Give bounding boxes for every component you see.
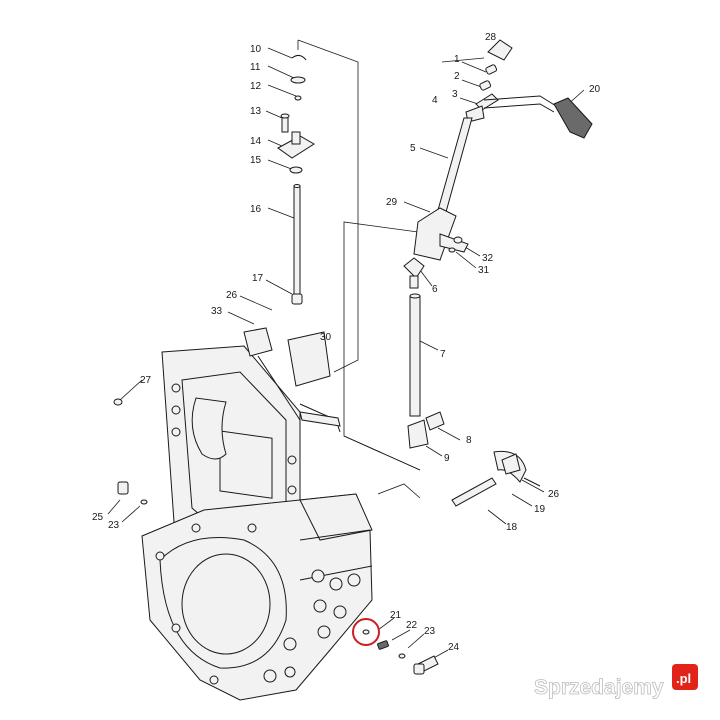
callout-30: 30 [320,332,332,343]
shift-rod-assembly [407,293,445,449]
callout-22: 22 [406,620,418,631]
callout-15: 15 [250,155,262,166]
callout-6: 6 [432,284,438,295]
watermark-text: Sprzedajemy [534,676,664,699]
selector-bracket [403,207,469,289]
callout-4: 4 [432,95,438,106]
callout-labels: 28 1 2 3 4 20 5 10 11 12 13 14 15 16 29 … [92,32,601,653]
callout-7: 7 [440,349,446,360]
callout-20: 20 [589,84,601,95]
fastener-parts [113,398,439,675]
callout-12: 12 [250,81,262,92]
callout-3: 3 [452,89,458,100]
callout-23-right: 23 [424,626,436,637]
linkage-arms [243,327,341,433]
watermark-badge [672,664,698,690]
callout-27: 27 [140,375,152,386]
watermark-badge-text: .pl [676,671,691,686]
callout-10: 10 [250,44,262,55]
transmission-housing [141,493,373,701]
shift-fork [451,450,541,507]
shift-lever-assembly [437,39,593,213]
callout-24: 24 [448,642,460,653]
callout-25: 25 [92,512,104,523]
callout-2: 2 [454,71,460,82]
watermark: Sprzedajemy .pl [534,664,698,699]
leader-lines [107,39,585,661]
upper-shift-parts [277,54,315,305]
callout-28: 28 [485,32,497,43]
callout-19: 19 [534,504,546,515]
callout-29: 29 [386,197,398,208]
callout-18: 18 [506,522,518,533]
highlight-circle [352,618,380,646]
callout-5: 5 [410,143,416,154]
callout-17: 17 [252,273,264,284]
callout-16: 16 [250,204,262,215]
callout-32: 32 [482,253,494,264]
callout-8: 8 [466,435,472,446]
callout-31: 31 [478,265,490,276]
callout-11: 11 [250,62,261,73]
callout-13: 13 [250,106,262,117]
callout-33: 33 [211,306,223,317]
callout-14: 14 [250,136,262,147]
callout-1: 1 [454,54,460,65]
callout-9: 9 [444,453,450,464]
callout-21: 21 [390,610,402,621]
callout-23-left: 23 [108,520,120,531]
callout-26-lower: 26 [548,489,560,500]
callout-26-upper: 26 [226,290,238,301]
